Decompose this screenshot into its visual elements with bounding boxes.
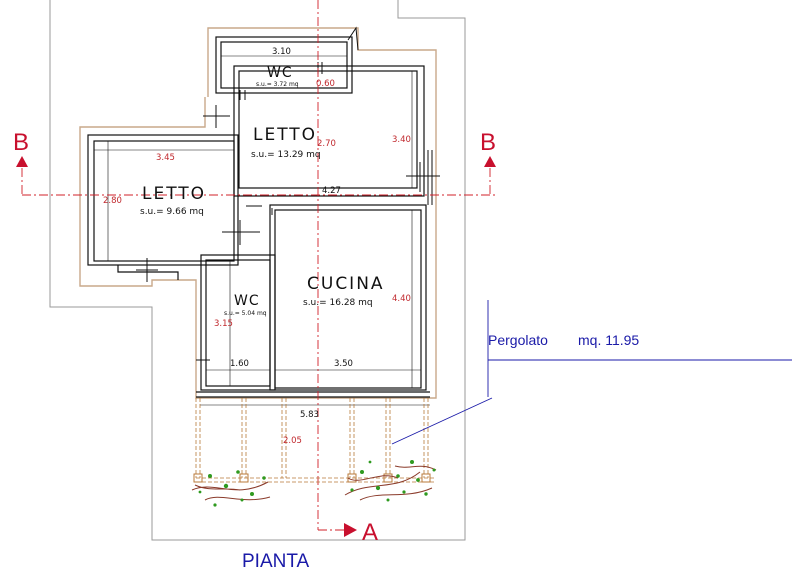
dim-pergola-depth: 2.05 — [283, 436, 302, 446]
dim-letto-left-width: 3.45 — [156, 153, 175, 163]
pergolato-label: Pergolato — [488, 332, 548, 348]
pergola-foliage — [198, 460, 436, 507]
section-marker-bottom: A — [344, 519, 378, 546]
pergola-structure — [195, 398, 436, 483]
room-cucina-area: s.u.= 16.28 mq — [303, 298, 373, 308]
section-marker-left: B — [13, 129, 29, 167]
openings — [136, 26, 440, 361]
room-wc-top-name: WC — [267, 65, 293, 81]
room-wc-top: WC s.u.= 3.72 mq — [256, 65, 299, 88]
room-letto-left: LETTO s.u.= 9.66 mq — [140, 184, 206, 217]
room-cucina-name: CUCINA — [307, 274, 385, 294]
pergolato-annotation: Pergolato mq. 11.95 — [488, 332, 639, 348]
dim-wc-top-depth: 0.60 — [316, 79, 335, 89]
dim-letto-upper-width: 4.27 — [322, 186, 341, 196]
dim-letto-left-height: 2.80 — [103, 196, 122, 206]
dim-letto-upper-side: 3.40 — [392, 135, 411, 145]
pergolato-leader — [391, 300, 792, 445]
section-marker-bottom-label: A — [362, 519, 378, 546]
section-marker-left-label: B — [13, 129, 29, 156]
drawing-title: PIANTA — [242, 551, 310, 572]
room-wc-bottom: WC s.u.= 5.04 mq — [224, 293, 267, 317]
section-marker-right-label: B — [480, 129, 496, 156]
dim-wc-bottom-height: 3.15 — [214, 319, 233, 329]
dimension-labels: 3.10 0.60 2.70 3.40 3.45 2.80 4.27 4.40 … — [103, 47, 411, 446]
dim-wc-bottom-width: 1.60 — [230, 359, 249, 369]
pergola-posts — [193, 473, 431, 483]
outer-wall-finish — [79, 27, 437, 399]
room-cucina: CUCINA s.u.= 16.28 mq — [303, 274, 385, 308]
room-letto-upper-area: s.u.= 13.29 mq — [251, 150, 321, 160]
room-letto-upper-name: LETTO — [253, 125, 317, 145]
room-letto-left-name: LETTO — [142, 184, 206, 204]
walls — [87, 36, 430, 398]
room-letto-upper: LETTO s.u.= 13.29 mq — [251, 125, 321, 160]
room-wc-bottom-name: WC — [234, 293, 260, 309]
dimension-lines — [94, 55, 430, 406]
room-wc-top-area: s.u.= 3.72 mq — [256, 81, 299, 88]
pergolato-area: mq. 11.95 — [578, 332, 639, 348]
room-wc-bottom-area: s.u.= 5.04 mq — [224, 310, 267, 317]
dim-pergola-width: 5.83 — [300, 410, 319, 420]
dim-letto-upper-height: 2.70 — [317, 139, 336, 149]
lot-boundary — [49, 0, 466, 541]
section-lines — [21, 0, 496, 531]
room-letto-left-area: s.u.= 9.66 mq — [140, 207, 204, 217]
section-marker-right: B — [480, 129, 496, 167]
dim-wc-top-width: 3.10 — [272, 47, 291, 57]
dim-cucina-width: 3.50 — [334, 359, 353, 369]
pergola-vines — [191, 465, 437, 501]
dim-cucina-height: 4.40 — [392, 294, 411, 304]
